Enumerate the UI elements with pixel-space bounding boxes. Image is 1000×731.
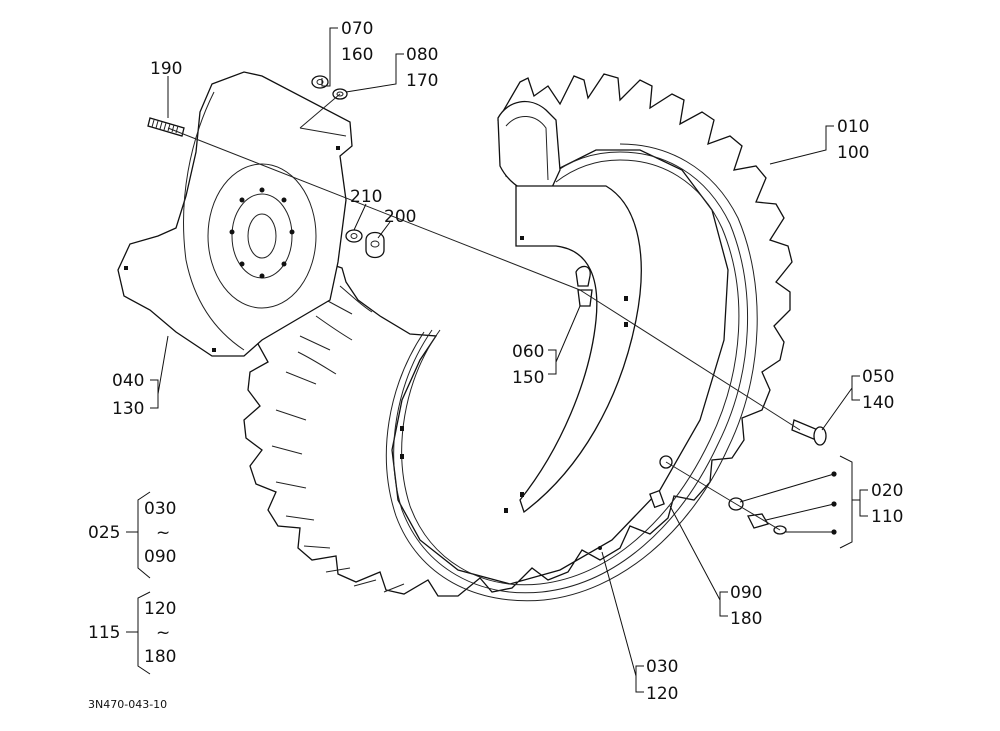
callout-070: 070 <box>341 19 373 39</box>
callout-010: 010 <box>837 117 869 137</box>
range-code-115: 115 <box>88 623 120 643</box>
callout-080: 080 <box>406 45 438 65</box>
range-to-090: 090 <box>144 547 176 567</box>
rear-tire <box>243 73 793 602</box>
callout-210: 210 <box>350 187 382 207</box>
callout-160: 160 <box>341 45 373 65</box>
callout-110: 110 <box>871 507 903 527</box>
callout-130: 130 <box>112 399 144 419</box>
callout-150: 150 <box>512 368 544 388</box>
wheel-disc <box>400 185 642 514</box>
callout-labels: 190 070 160 080 170 010 100 210 200 060 … <box>88 19 903 711</box>
valve-parts <box>728 497 787 535</box>
callout-140: 140 <box>862 393 894 413</box>
leader-lines <box>126 27 868 693</box>
callout-040: 040 <box>112 371 144 391</box>
stud-bolt <box>147 117 185 137</box>
callout-190: 190 <box>150 59 182 79</box>
rim-clamp <box>575 265 593 307</box>
callout-090: 090 <box>730 583 762 603</box>
callout-060: 060 <box>512 342 544 362</box>
wheel-weight <box>117 71 353 357</box>
center-nut-washer <box>345 229 385 259</box>
callout-050: 050 <box>862 367 894 387</box>
callout-020: 020 <box>871 481 903 501</box>
range-sep-025: ~ <box>156 523 170 543</box>
drawing-number: 3N470-043-10 <box>88 698 167 711</box>
hub-bolt <box>791 419 827 446</box>
callout-170: 170 <box>406 71 438 91</box>
callout-180: 180 <box>730 609 762 629</box>
callout-120: 120 <box>646 684 678 704</box>
range-sep-115: ~ <box>156 623 170 643</box>
callout-100: 100 <box>837 143 869 163</box>
range-to-180: 180 <box>144 647 176 667</box>
range-from-030: 030 <box>144 499 176 519</box>
range-from-120: 120 <box>144 599 176 619</box>
range-code-025: 025 <box>88 523 120 543</box>
callout-200: 200 <box>384 207 416 227</box>
callout-030: 030 <box>646 657 678 677</box>
